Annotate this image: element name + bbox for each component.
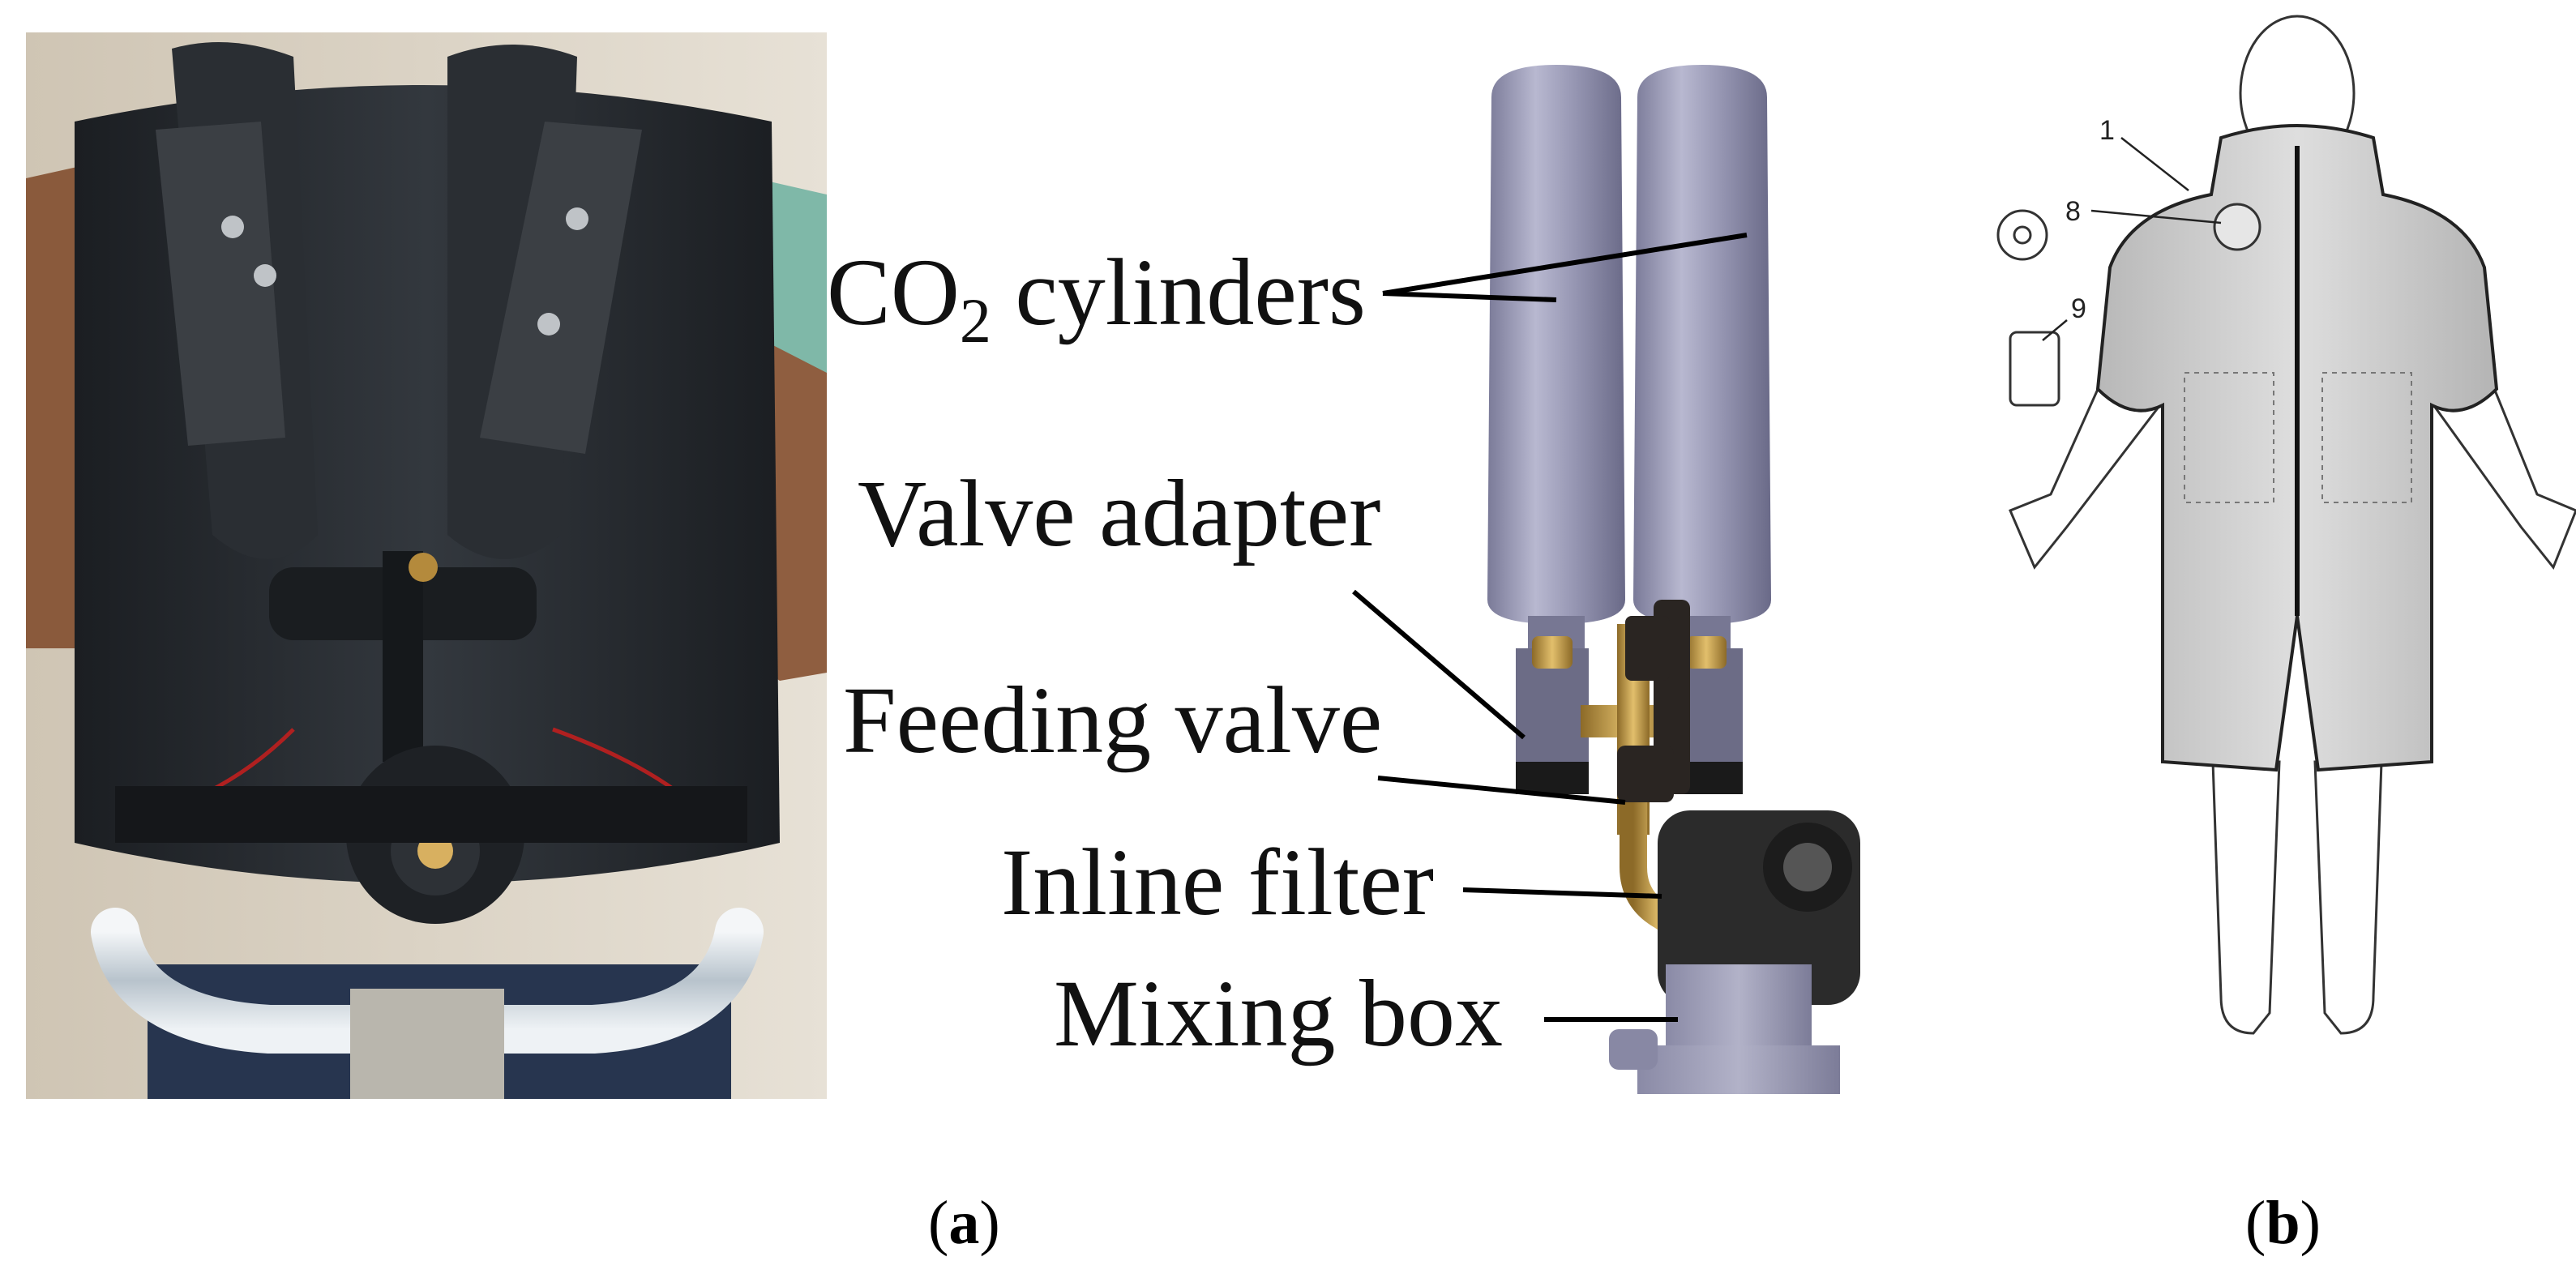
callout-number-8: 8 <box>2065 196 2081 227</box>
cad-render: CO2 cylinders Valve adapter Feeding valv… <box>827 32 1913 1099</box>
cooling-suit-illustration: 1 8 9 <box>1996 15 2576 1035</box>
callout-number-9: 9 <box>2071 293 2086 324</box>
label-mixing-box: Mixing box <box>1054 960 1503 1066</box>
label-co2-cylinders: CO2 cylinders <box>827 239 1366 356</box>
caption-b: (b) <box>2245 1189 2321 1257</box>
label-inline-filter: Inline filter <box>1001 829 1435 935</box>
callout-number-1: 1 <box>2099 115 2115 146</box>
co2-cylinder-left <box>1487 65 1625 648</box>
cad-assembly-illustration <box>1352 65 1860 1094</box>
co2-cylinder-right <box>1633 65 1771 648</box>
battery-component-icon <box>2009 331 2060 407</box>
leader-lines <box>1352 233 1748 1022</box>
suit-drawing: 1 8 9 <box>1978 0 2576 1070</box>
blower-component-icon <box>1996 209 2048 261</box>
caption-a: (a) <box>928 1189 1000 1257</box>
label-feeding-valve: Feeding valve <box>843 667 1383 773</box>
label-valve-adapter: Valve adapter <box>858 460 1381 566</box>
vest-photo-illustration <box>26 32 827 1099</box>
vest-photo <box>26 32 827 1099</box>
